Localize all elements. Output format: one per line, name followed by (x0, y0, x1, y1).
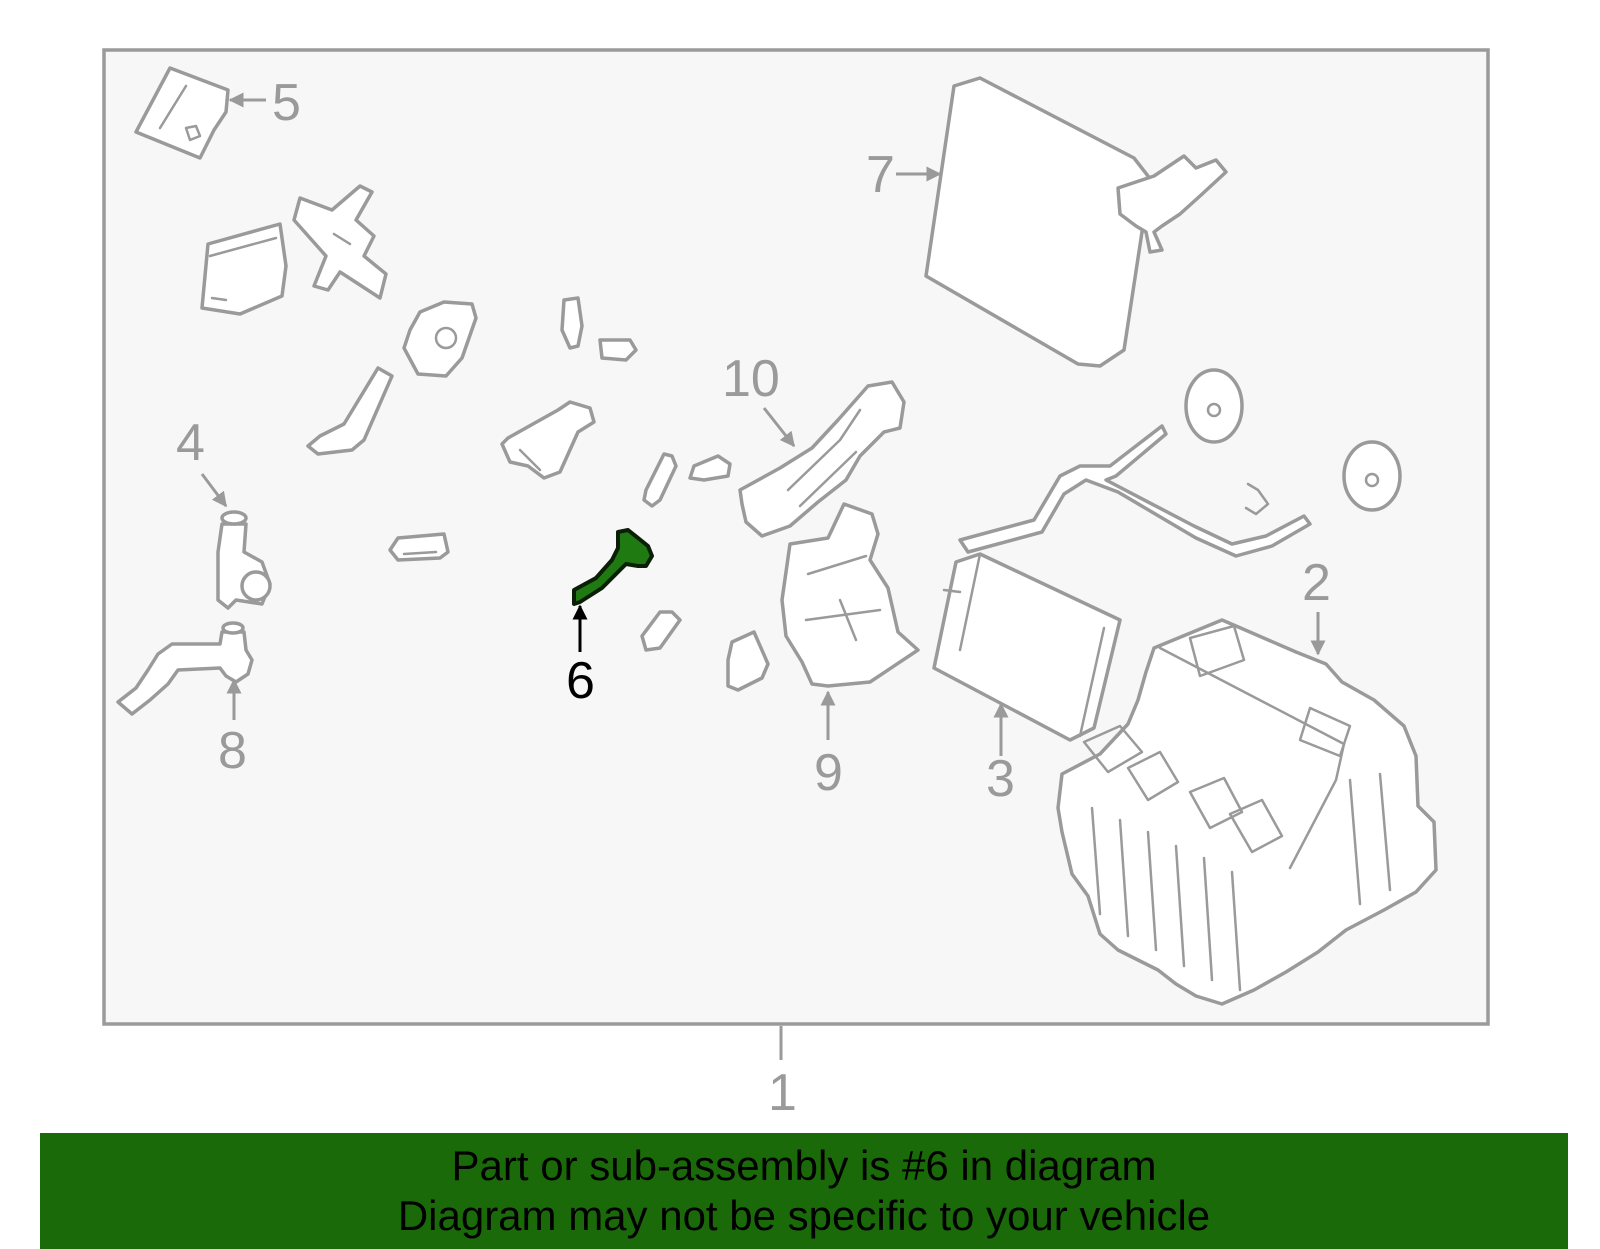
part-8-hose (116, 621, 254, 716)
part-6-highlighted[interactable] (572, 528, 654, 606)
callout-1: 1 (768, 1026, 797, 1122)
banner-line-1: Part or sub-assembly is #6 in diagram (451, 1142, 1157, 1189)
small-clip-a (560, 296, 638, 362)
svg-text:10: 10 (722, 350, 780, 408)
grommet-right (1342, 440, 1402, 512)
callout-2: 2 (1302, 554, 1331, 656)
svg-text:9: 9 (814, 744, 843, 802)
callout-4: 4 (176, 414, 228, 508)
svg-text:1: 1 (768, 1064, 797, 1122)
cross-bracket (292, 184, 388, 300)
control-module (200, 222, 288, 316)
svg-text:2: 2 (1302, 554, 1331, 612)
actuator-bracket (402, 300, 478, 378)
part-2-hvac-case (1056, 618, 1438, 1006)
part-10-duct (738, 380, 906, 538)
small-grommet (388, 532, 450, 562)
svg-text:3: 3 (986, 750, 1015, 808)
svg-text:5: 5 (272, 74, 301, 132)
part-9-bracket (780, 502, 920, 688)
callout-7: 7 (866, 146, 942, 204)
callout-6[interactable]: 6 (566, 604, 595, 710)
part-3-heater-core (932, 552, 1122, 742)
duct-link (306, 366, 394, 456)
callout-10: 10 (722, 350, 796, 448)
parts-diagram: 1 2 3 4 5 6 7 8 9 10 (102, 48, 1490, 1122)
lever-arm (500, 400, 596, 480)
small-clip-b (642, 452, 732, 508)
callout-5: 5 (228, 74, 301, 132)
small-clip-c (640, 610, 770, 692)
callout-9: 9 (814, 690, 843, 802)
heater-pipes (958, 424, 1312, 558)
grommet-top (1184, 368, 1244, 444)
part-4-valve (216, 510, 272, 610)
callout-3: 3 (986, 702, 1015, 808)
svg-text:6: 6 (566, 652, 595, 710)
svg-text:7: 7 (866, 146, 895, 204)
part-5-sensor (134, 66, 230, 160)
part-7-evaporator (924, 76, 1228, 368)
callout-8: 8 (218, 678, 247, 780)
svg-text:8: 8 (218, 722, 247, 780)
svg-text:4: 4 (176, 414, 205, 472)
banner-line-2: Diagram may not be specific to your vehi… (397, 1192, 1211, 1239)
info-banner: Part or sub-assembly is #6 in diagram Di… (40, 1133, 1568, 1249)
